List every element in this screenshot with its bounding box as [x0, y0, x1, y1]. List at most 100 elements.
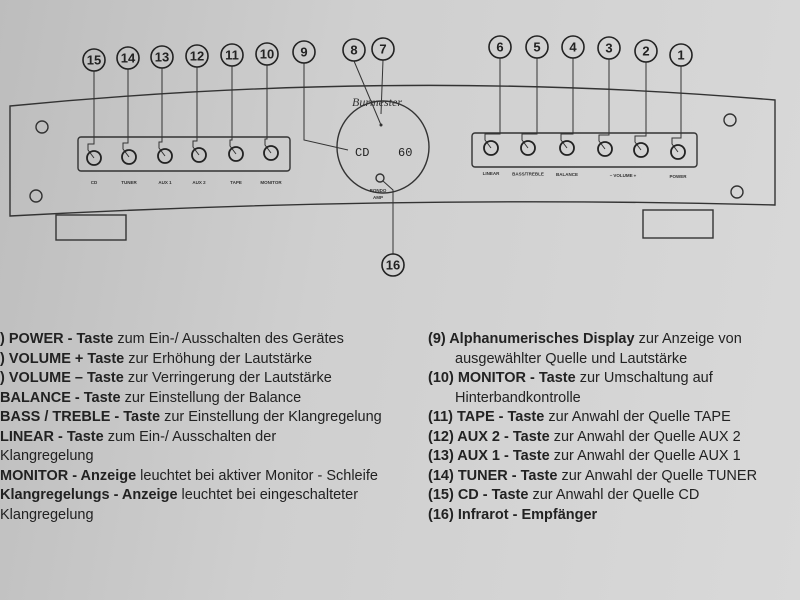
- leader-line: [634, 62, 647, 151]
- callout-marker: [381, 253, 405, 277]
- callout-marker: [561, 35, 585, 59]
- callout-number: 3: [605, 41, 612, 56]
- legend-item-text: zur Anwahl der Quelle TAPE: [544, 409, 731, 425]
- legend-item: (10) MONITOR - Taste zur Umschaltung auf…: [428, 369, 757, 408]
- legend-item-text: zur Verringerung der Lautstärke: [123, 370, 332, 386]
- legend-item-continuation: Hinterbandkontrolle: [455, 389, 581, 406]
- button-label: BASS/TREBLE: [512, 172, 544, 177]
- leader-line: [158, 68, 166, 157]
- left-button-group: [77, 136, 291, 172]
- legend-item-text: zur Erhöhung der Lautstärke: [124, 350, 313, 367]
- right-button-linear[interactable]: [483, 140, 499, 156]
- leader-line: [671, 66, 682, 153]
- leader-line: [87, 71, 95, 159]
- legend-item-text: zur Anwahl der Quelle AUX 2: [549, 428, 741, 445]
- left-button-aux-1[interactable]: [157, 148, 173, 164]
- callout-number: 10: [260, 47, 274, 62]
- callout-number: 4: [569, 40, 577, 55]
- legend-item: BALANCE - Taste zur Einstellung der Bala…: [0, 389, 382, 409]
- leader-line: [303, 63, 349, 151]
- legend-item: Klangregelungs - Anzeige leuchtet bei ei…: [0, 486, 382, 525]
- callout-number: 9: [300, 45, 307, 60]
- callout-number: 7: [379, 42, 386, 57]
- leader-line: [380, 59, 384, 115]
- legend-item-title: (16) Infrarot - Empfänger: [428, 506, 598, 523]
- callout-number: 6: [496, 40, 503, 55]
- panel-outline: [9, 84, 776, 217]
- sensor-label: AMP: [373, 195, 383, 200]
- left-button-tape[interactable]: [228, 146, 244, 162]
- right-button-bass-treble[interactable]: [520, 140, 536, 156]
- left-button-monitor[interactable]: [263, 145, 279, 161]
- legend-right: (9) Alphanumerisches Display zur Anzeige…: [428, 330, 757, 525]
- leader-line: [192, 67, 200, 156]
- legend-item-title: LINEAR - Taste: [0, 428, 104, 445]
- left-button-aux-2[interactable]: [191, 147, 207, 163]
- legend-item-title: ) VOLUME + Taste: [0, 350, 125, 367]
- volume-label: VOLUME: [613, 173, 632, 178]
- leader-line: [229, 66, 237, 155]
- legend-item: (11) TAPE - Taste zur Anwahl der Quelle …: [428, 408, 757, 428]
- callout-number: 16: [386, 258, 400, 273]
- legend-item: ) VOLUME + Taste zur Erhöhung der Lautst…: [0, 350, 382, 370]
- callout-number: 5: [533, 40, 540, 55]
- leader-line: [353, 60, 382, 126]
- legend-item: ) POWER - Taste zum Ein-/ Ausschalten de…: [0, 330, 382, 350]
- legend-item-title: (14) TUNER - Taste: [428, 467, 558, 484]
- legend-item-text: zur Anzeige von: [634, 331, 742, 347]
- legend-item-title: (10) MONITOR - Taste: [428, 370, 576, 386]
- leader-line: [598, 59, 610, 150]
- right-button-group: [471, 132, 698, 168]
- button-label: CD: [91, 180, 98, 185]
- legend-item-title: ) VOLUME – Taste: [0, 370, 124, 386]
- legend-item: (12) AUX 2 - Taste zur Anwahl der Quelle…: [428, 428, 757, 448]
- legend-left: ) POWER - Taste zum Ein-/ Ausschalten de…: [0, 330, 382, 525]
- legend-item-continuation: Klangregelung: [0, 448, 94, 464]
- screw-icon: [723, 113, 737, 127]
- legend-item-text: zum Ein-/ Ausschalten des Gerätes: [113, 331, 344, 347]
- legend-item: BASS / TREBLE - Taste zur Einstellung de…: [0, 408, 382, 428]
- button-label: TUNER: [121, 180, 137, 185]
- legend-item-title: Klangregelungs - Anzeige: [0, 487, 178, 503]
- button-label: MONITOR: [260, 180, 282, 185]
- left-button-tuner[interactable]: [121, 149, 137, 165]
- callout-number: 14: [121, 51, 136, 66]
- callout-marker: [371, 37, 395, 61]
- legend-item: ) VOLUME – Taste zur Verringerung der La…: [0, 369, 382, 389]
- display-source: CD: [355, 146, 369, 160]
- legend-item: LINEAR - Taste zum Ein-/ Ausschalten der…: [0, 428, 382, 467]
- infrared-sensor-icon: [375, 173, 385, 183]
- legend-item: (16) Infrarot - Empfänger: [428, 506, 757, 526]
- button-label: LINEAR: [483, 171, 501, 176]
- button-label: TAPE: [230, 180, 242, 185]
- display-volume: 60: [398, 146, 412, 160]
- legend-item-text: zur Umschaltung auf: [575, 370, 713, 386]
- right-button-balance[interactable]: [559, 140, 575, 156]
- legend-item-text: leuchtet bei eingeschalteter: [177, 487, 359, 503]
- callout-number: 1: [677, 48, 684, 63]
- legend-item-title: MONITOR - Anzeige: [0, 467, 137, 484]
- legend-item-title: ) POWER - Taste: [0, 331, 114, 347]
- callout-marker: [525, 35, 549, 59]
- screw-icon: [29, 189, 43, 203]
- indicator-led: [379, 123, 383, 127]
- right-button-power[interactable]: [670, 144, 686, 160]
- button-label: AUX 1: [158, 180, 172, 185]
- leader-line: [484, 58, 501, 149]
- legend-item: (13) AUX 1 - Taste zur Anwahl der Quelle…: [428, 447, 757, 467]
- callout-marker: [116, 46, 140, 70]
- right-button--[interactable]: [633, 142, 649, 158]
- legend-item-text: zur Anwahl der Quelle TUNER: [557, 467, 758, 484]
- display-window: [336, 100, 430, 194]
- callout-marker: [292, 40, 316, 64]
- legend-item-text: zur Anwahl der Quelle AUX 1: [549, 448, 741, 464]
- right-button--[interactable]: [597, 141, 613, 157]
- foot-right: [642, 209, 714, 239]
- callout-number: 13: [155, 50, 169, 65]
- callout-marker: [488, 35, 512, 59]
- callout-marker: [185, 44, 209, 68]
- legend-item-title: (11) TAPE - Taste: [428, 409, 545, 425]
- legend-item-text: zur Einstellung der Balance: [120, 389, 302, 406]
- callout-number: 2: [642, 44, 649, 59]
- left-button-cd[interactable]: [86, 150, 102, 166]
